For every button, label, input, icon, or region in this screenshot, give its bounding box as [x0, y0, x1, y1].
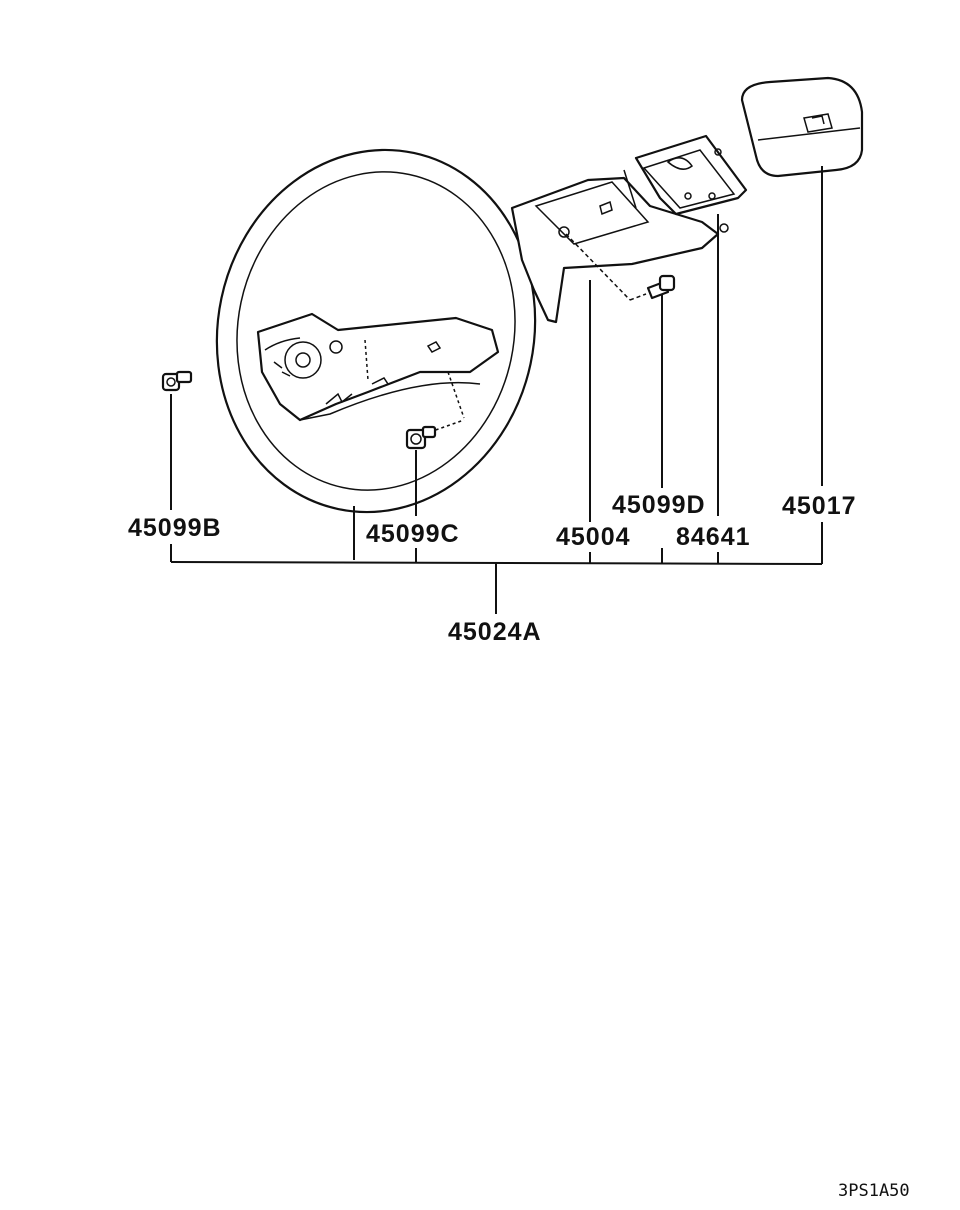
leader-lines — [170, 166, 823, 614]
bolt-45099C — [405, 425, 437, 450]
bolt-45099B — [161, 370, 193, 392]
bracket-84641 — [634, 134, 748, 233]
label-45004: 45004 — [556, 523, 631, 551]
label-45099B: 45099B — [128, 514, 222, 542]
horn-pad-cover-45004 — [510, 169, 720, 324]
screw-45099D — [646, 274, 676, 300]
label-45024A: 45024A — [448, 618, 542, 646]
label-84641: 84641 — [676, 523, 751, 551]
label-45099D: 45099D — [612, 491, 706, 519]
figure-code: 3PS1A50 — [838, 1181, 910, 1201]
steering-wheel — [215, 148, 537, 514]
cap-45017 — [740, 76, 864, 178]
label-45017: 45017 — [782, 492, 857, 520]
label-45099C: 45099C — [366, 520, 460, 548]
